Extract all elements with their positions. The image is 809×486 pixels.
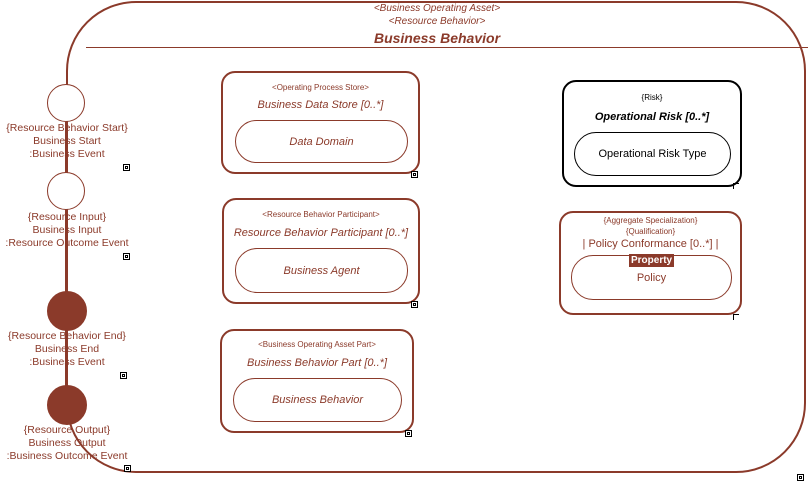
event-timeline (65, 122, 68, 422)
expand-icon[interactable] (411, 171, 418, 178)
box-stereotype: {Qualification} (625, 227, 676, 236)
business-behavior-part-box[interactable]: <Business Operating Asset Part> Business… (220, 329, 414, 433)
box-name: Resource Behavior Participant [0..*] (233, 227, 409, 239)
expand-icon[interactable] (411, 301, 418, 308)
resource-behavior-participant-box[interactable]: <Resource Behavior Participant> Resource… (222, 198, 420, 304)
box-stereotype: {Risk} (641, 93, 663, 102)
expand-icon[interactable] (123, 253, 130, 260)
event-output-label: {Resource Output}Business Output:Busines… (6, 424, 128, 462)
box-name: Business Data Store [0..*] (257, 99, 384, 111)
event-start-node[interactable] (47, 84, 85, 122)
policy-conformance-box[interactable]: {Aggregate Specialization} {Qualificatio… (559, 211, 742, 315)
box-stereotype: {Aggregate Specialization} (603, 216, 698, 225)
header-stereotype-behavior: <Resource Behavior> (388, 16, 486, 27)
expand-icon[interactable] (123, 164, 130, 171)
expand-icon[interactable] (124, 465, 131, 472)
event-input-node[interactable] (47, 172, 85, 210)
page-title[interactable]: Business Behavior (373, 30, 501, 46)
box-name: Operational Risk [0..*] (594, 111, 710, 123)
expand-icon[interactable] (405, 430, 412, 437)
box-stereotype: <Business Operating Asset Part> (258, 340, 376, 349)
resize-handle-icon[interactable] (733, 183, 739, 189)
event-end-label: {Resource Behavior End}Business End:Busi… (8, 330, 126, 368)
expand-icon[interactable] (797, 474, 804, 481)
box-stereotype: <Resource Behavior Participant> (262, 210, 380, 219)
business-agent-pill[interactable]: Business Agent (235, 248, 408, 293)
operational-risk-box[interactable]: {Risk} Operational Risk [0..*] Operation… (562, 80, 742, 187)
box-name: | Policy Conformance [0..*] | (582, 238, 719, 250)
event-output-node[interactable] (47, 385, 87, 425)
business-behavior-pill[interactable]: Business Behavior (233, 378, 402, 422)
event-input-label: {Resource Input}Business Input:Resource … (5, 211, 129, 249)
operational-risk-type-pill[interactable]: Operational Risk Type (574, 132, 731, 176)
event-end-node[interactable] (47, 291, 87, 331)
property-tag: Property (629, 254, 675, 267)
data-domain-pill[interactable]: Data Domain (235, 120, 408, 163)
event-start-label: {Resource Behavior Start}Business Start:… (6, 122, 128, 160)
expand-icon[interactable] (120, 372, 127, 379)
business-data-store-box[interactable]: <Operating Process Store> Business Data … (221, 71, 420, 174)
resize-handle-icon[interactable] (733, 314, 739, 320)
box-name: Business Behavior Part [0..*] (246, 357, 387, 369)
box-stereotype: <Operating Process Store> (272, 83, 369, 92)
header-divider (86, 47, 808, 48)
header-stereotype-asset: <Business Operating Asset> (373, 3, 501, 14)
